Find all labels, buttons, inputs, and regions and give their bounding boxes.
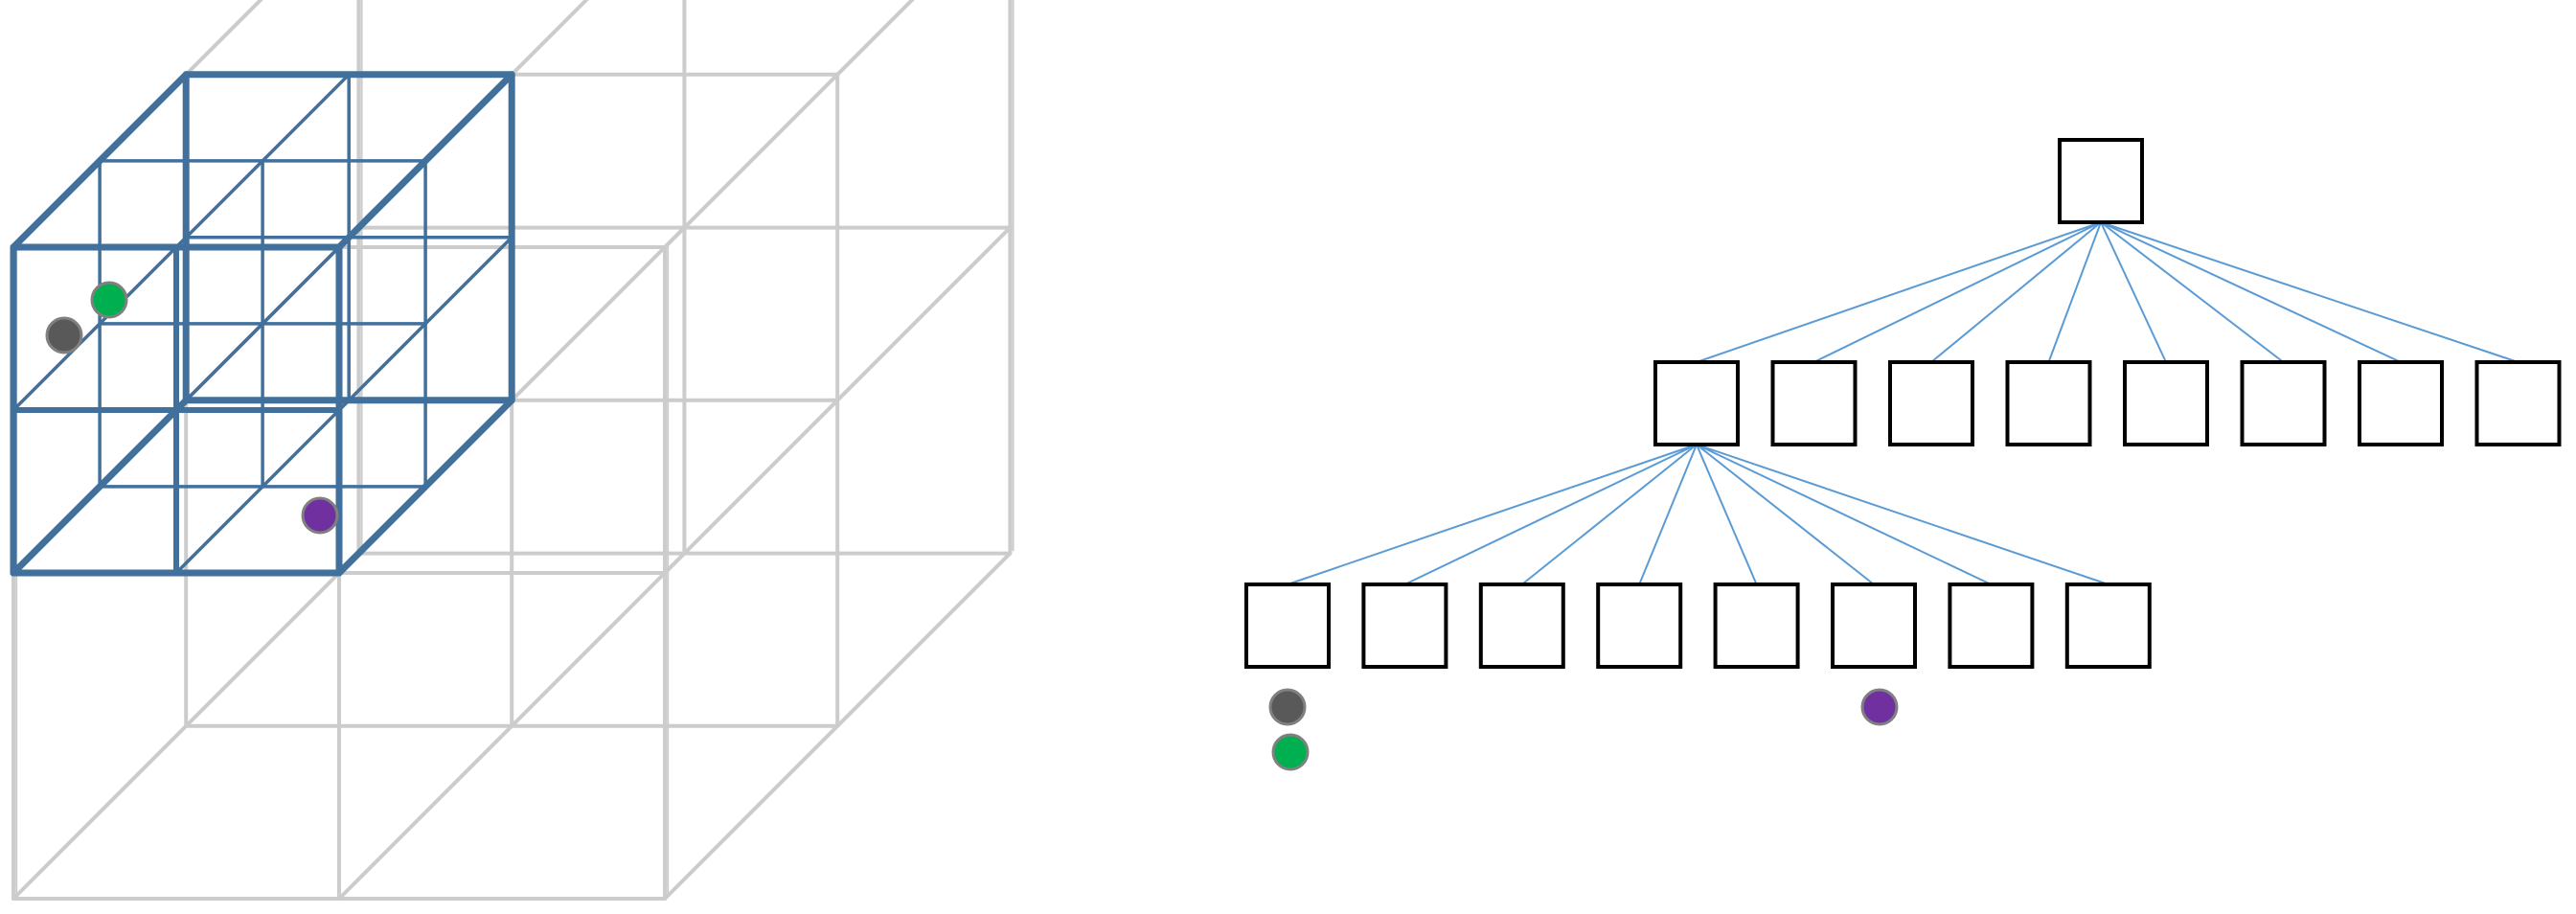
inner-octant-grid (10, 71, 515, 577)
tree-edge (1696, 444, 1758, 585)
green-point (90, 281, 128, 319)
tree-level1-node (2474, 360, 2562, 446)
tree-level1-node (2358, 360, 2444, 446)
tree-leaf-point (1860, 688, 1899, 726)
tree-level1-node (2240, 360, 2327, 446)
tree-edge (1403, 444, 1698, 585)
tree-level1-node (2005, 360, 2092, 446)
tree-level2-node (1478, 583, 1565, 669)
tree-level2-node (1244, 583, 1331, 669)
tree-level2-node (1713, 583, 1800, 669)
tree-level2-node (1948, 583, 2035, 669)
tree-level2-node (1831, 583, 1917, 669)
tree-edge (2100, 221, 2285, 363)
tree-leaf-point (1268, 688, 1307, 726)
tree-edge (1696, 444, 1875, 585)
purple-point (301, 496, 339, 535)
tree-edge (1696, 444, 2109, 585)
tree-nodes (1244, 138, 2562, 669)
inner-grid-line (174, 236, 351, 412)
tree-level1-node (1653, 360, 1740, 446)
tree-level2-node (1361, 583, 1448, 669)
tree-edge (2100, 221, 2402, 363)
outer-grid-line (663, 551, 1013, 901)
gray-point (45, 316, 83, 354)
octree-hierarchy-tree (1244, 138, 2562, 771)
tree-edge (1812, 221, 2102, 363)
tree-level1-node (1770, 360, 1858, 446)
tree-edges (1287, 221, 2519, 585)
tree-leaf-point (1271, 733, 1310, 771)
inner-grid-line (337, 236, 513, 412)
tree-root-node (2058, 138, 2144, 224)
inner-grid-line (335, 397, 515, 577)
tree-edge (2047, 221, 2102, 363)
tree-edge (1520, 444, 1698, 585)
tree-edge (2100, 221, 2519, 363)
tree-level2-node (2064, 583, 2152, 669)
outer-grid-line (663, 225, 1013, 575)
tree-edge (1930, 221, 2102, 363)
tree-level1-node (1888, 360, 1974, 446)
tree-edge (1696, 444, 1993, 585)
tree-edge (2100, 221, 2167, 363)
tree-edge (1696, 221, 2102, 363)
tree-level2-node (1596, 583, 1683, 669)
tree-level1-node (2123, 360, 2209, 446)
tree-edge (1287, 444, 1698, 585)
octree-cube-illustration (10, 0, 1014, 901)
tree-edge (1638, 444, 1698, 585)
